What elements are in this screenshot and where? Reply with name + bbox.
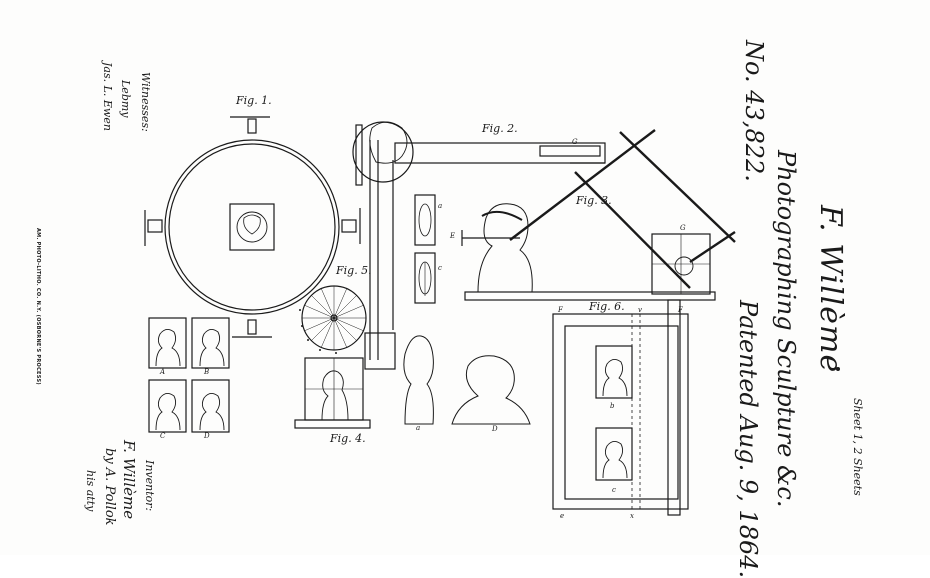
fig2-camera-arm [352,121,606,370]
letter-x: x [630,512,634,520]
letter-G-fig3: G [680,224,686,232]
patent-sheet: No. 43,822. F. Willème Photographing Scu… [35,40,864,578]
letter-a: a [438,202,443,210]
sheet-count: Sheet 1, 2 Sheets [851,398,864,496]
letter-b: b [610,402,615,410]
letter-E: E [450,232,456,240]
letter-C: C [160,432,166,440]
printer-credit: AM. PHOTO-LITHO. CO. N.Y. (OSBORNE'S PRO… [35,228,41,385]
letter-D: D [204,432,210,440]
letter-v: v [638,306,642,314]
fig5-dial [301,285,367,351]
patent-subject: Photographing Sculpture &c. [772,150,800,508]
fig6-frame [552,299,689,516]
fig4-frame [294,357,371,429]
portrait-cards [148,317,230,433]
inventor-name: F. Willème [813,205,848,374]
letter-B: B [204,368,210,376]
fig2-label: Fig. 2. [482,122,518,135]
inventor-heading: Inventor: [143,460,156,512]
patent-number: No. 43,822. [740,40,768,182]
witness-signature-2: Jas. L. Ewen [101,62,114,131]
attorney-label: his atty [84,470,97,512]
attorney-signature: by A. Pollok [102,448,117,526]
letter-c: c [438,264,442,272]
fig3-bust-rods [461,129,736,301]
letter-D-bust: D [492,425,498,433]
fig1-label: Fig. 1. [236,94,272,107]
patent-date: Patented Aug. 9, 1864. [734,300,762,578]
letter-F-right: F [678,306,683,314]
fig4-label: Fig. 4. [330,432,366,445]
witness-signature-1: Lebmy [119,80,132,118]
bullet-mark [836,367,840,371]
fig3-label: Fig. 3. [576,194,612,207]
letter-a-bust: a [416,424,421,432]
inventor-signature: F. Willème [120,440,138,520]
letter-G: G [572,138,578,146]
letter-F: F [558,306,563,314]
letter-A: A [160,368,166,376]
sculpture-busts [403,335,531,425]
fig5-dial-ticks [299,309,337,354]
patent-drawing [144,116,840,516]
fig1-circle-apparatus [144,116,361,338]
fig6-label: Fig. 6. [589,300,625,313]
fig2-small-views [414,194,436,304]
letter-c-fig6: c [612,486,616,494]
witnesses-heading: Witnesses: [139,72,152,132]
fig5-label: Fig. 5. [336,264,372,277]
letter-e: e [560,512,565,520]
